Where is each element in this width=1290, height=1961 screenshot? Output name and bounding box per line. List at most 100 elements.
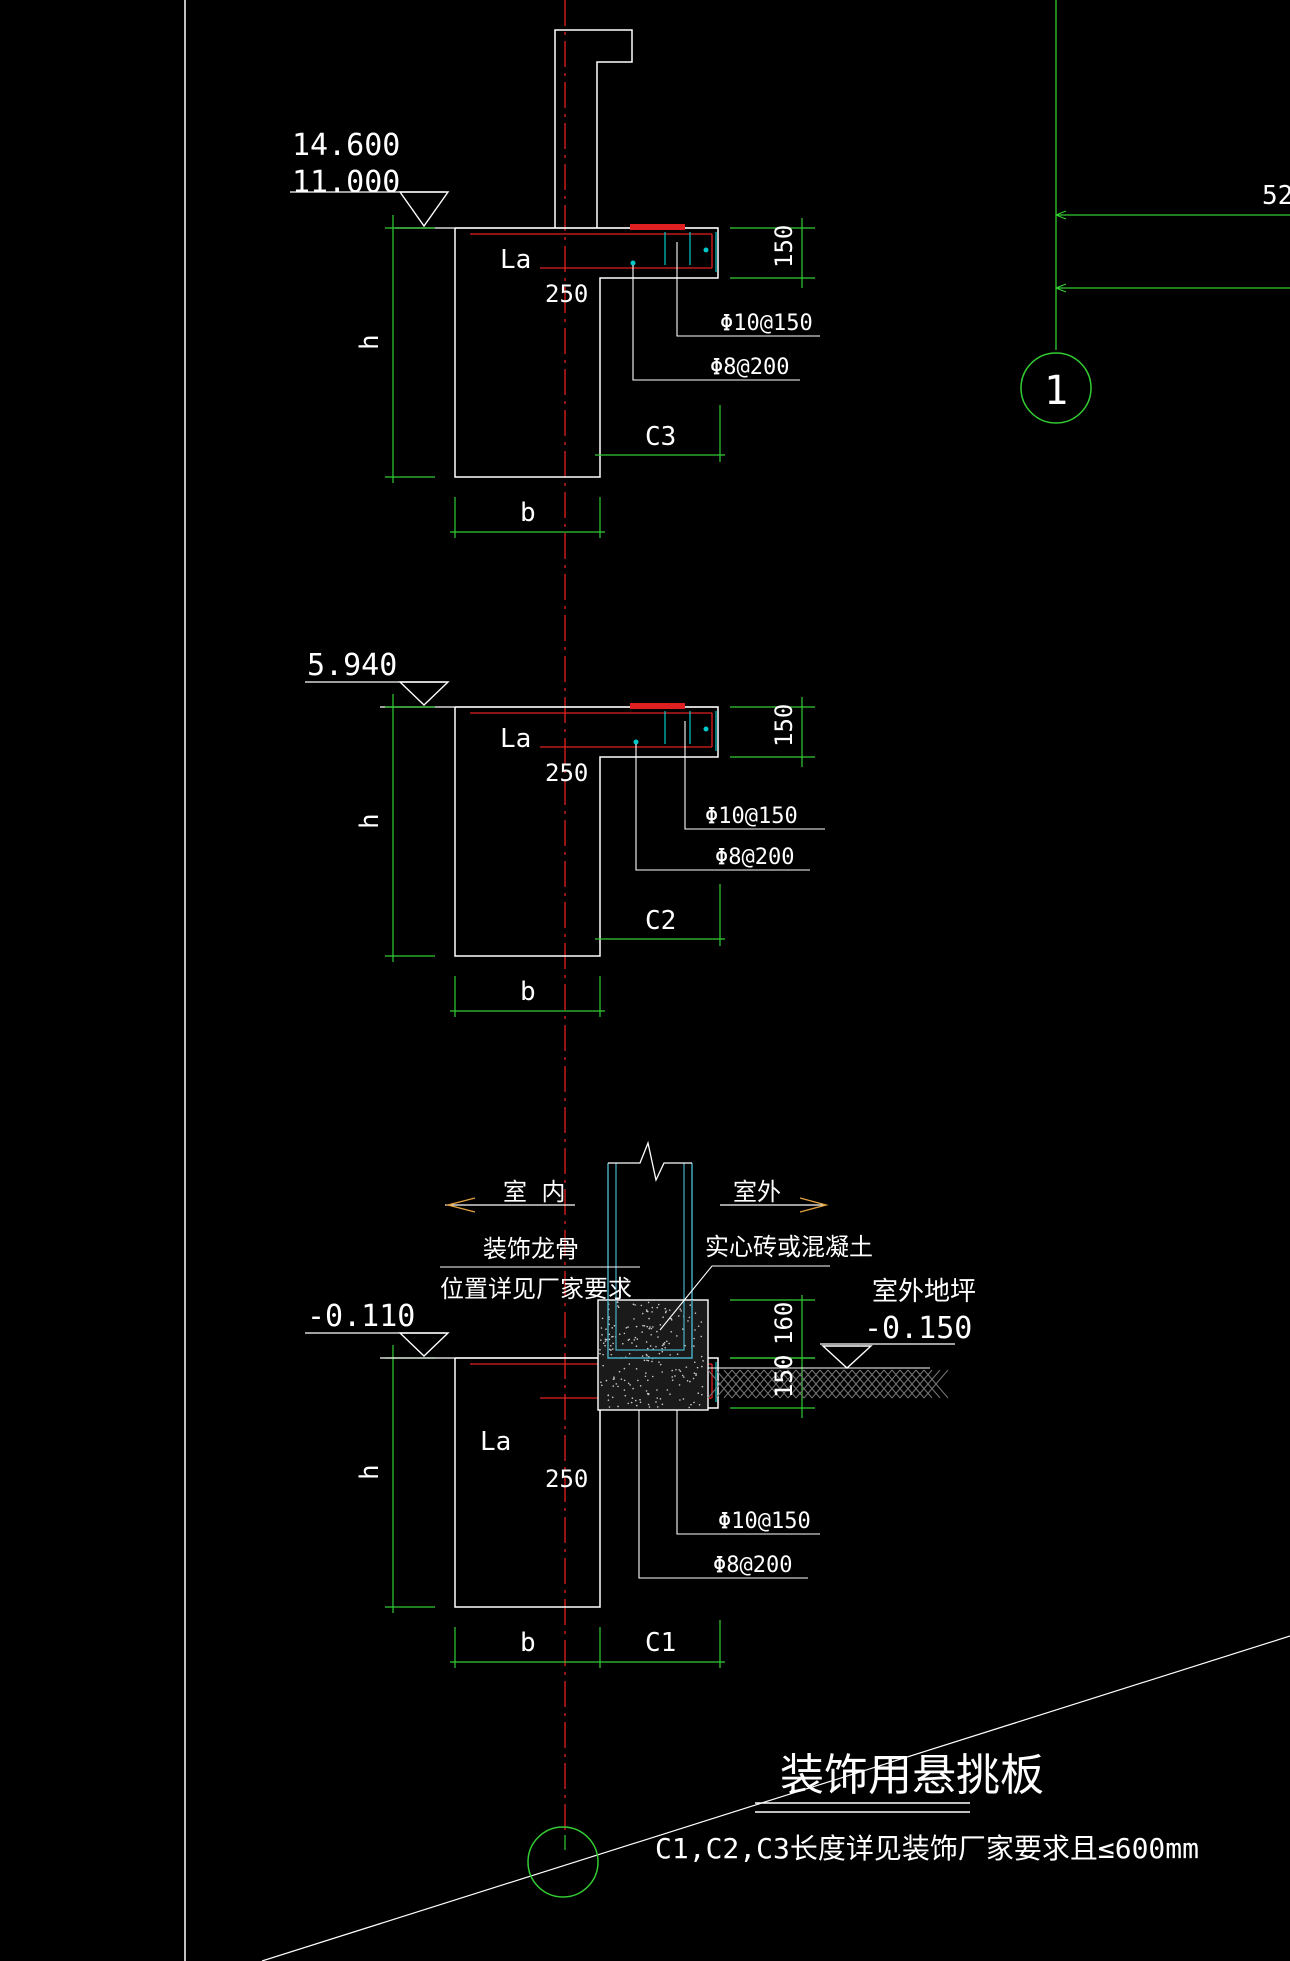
speckle-dot [664, 1311, 667, 1314]
speckle-dot [613, 1376, 615, 1378]
la-label: La [500, 245, 531, 275]
speckle-dot [639, 1385, 642, 1387]
speckle-dot [634, 1304, 636, 1306]
detail-c2: 5.940 h b C2 150 La 250 Φ10@150 Φ8@200 [305, 648, 825, 1017]
speckle-dot [694, 1312, 697, 1314]
speckle-dot [681, 1374, 684, 1377]
speckle-dot [666, 1389, 669, 1391]
speckle-dot [647, 1379, 649, 1382]
speckle-dot [688, 1406, 691, 1409]
speckle-dot [640, 1304, 643, 1307]
speckle-dot [649, 1345, 652, 1347]
speckle-dot [608, 1348, 611, 1351]
speckle-dot [648, 1327, 651, 1330]
outdoor-label: 室外 [733, 1178, 781, 1206]
speckle-dot [679, 1370, 682, 1372]
dim-150-mid: 150 [770, 1355, 798, 1398]
speckle-dot [693, 1345, 695, 1347]
b-label: b [520, 498, 536, 528]
leader-dist [638, 1395, 808, 1579]
outdoor-arrow [799, 1197, 829, 1213]
speckle-dot [620, 1378, 623, 1380]
speckle-dot [612, 1385, 615, 1387]
speckle-dot [628, 1363, 631, 1365]
speckle-dot [618, 1370, 621, 1373]
speckle-dot [602, 1364, 604, 1367]
speckle-dot [617, 1405, 619, 1408]
speckle-dot [622, 1342, 624, 1345]
rebar-dist-label: Φ8@200 [715, 845, 794, 870]
thickness-label: 150 [770, 225, 798, 268]
rebar-dot-1 [633, 739, 639, 745]
speckle-dot [613, 1377, 616, 1380]
speckle-dot [661, 1403, 664, 1406]
speckle-dot [671, 1379, 674, 1381]
drawing-title: 装饰用悬挑板 [780, 1750, 1044, 1801]
detail-c3: 14.600 11.000 h b C3 150 La 250 Φ10@150 … [290, 128, 820, 538]
speckle-dot [656, 1389, 658, 1391]
speckle-dot [658, 1352, 661, 1355]
speckle-dot [647, 1359, 650, 1362]
speckle-dot [679, 1308, 682, 1310]
keel-label-2: 位置详见厂家要求 [440, 1275, 632, 1303]
speckle-dot [694, 1329, 696, 1331]
speckle-dot [669, 1393, 671, 1395]
speckle-dot [689, 1304, 692, 1306]
axis-bubble-1-label: 1 [1044, 368, 1068, 414]
speckle-dot [676, 1353, 679, 1355]
c-label: C2 [645, 906, 676, 936]
speckle-dot [600, 1381, 602, 1383]
rebar-main-label: Φ10@150 [720, 311, 813, 336]
speckle-dot [657, 1303, 660, 1306]
hatch-line [923, 1369, 949, 1399]
speckle-dot [674, 1375, 676, 1377]
speckle-dot [637, 1379, 639, 1382]
speckle-dot [648, 1317, 650, 1320]
speckle-dot [651, 1375, 654, 1378]
speckle-dot [658, 1361, 660, 1363]
elev-triangle [398, 681, 450, 706]
speckle-dot [613, 1324, 616, 1327]
elevation-1: 14.600 [292, 128, 400, 163]
speckle-dot [670, 1330, 673, 1333]
speckle-dot [601, 1334, 603, 1336]
dim-160: 160 [770, 1302, 798, 1345]
speckle-dot [631, 1342, 633, 1344]
speckle-dot [649, 1326, 651, 1328]
speckle-dot [665, 1310, 667, 1312]
speckle-dot [693, 1372, 696, 1375]
speckle-dot [659, 1324, 662, 1326]
brick-leader [659, 1265, 830, 1331]
speckle-dot [645, 1372, 647, 1374]
elev-triangle-3 [398, 1332, 450, 1357]
speckle-dot [652, 1326, 654, 1328]
speckle-dot [617, 1385, 619, 1388]
speckle-dot [615, 1383, 618, 1385]
speckle-dot [689, 1380, 691, 1383]
bottom-wall-detail: -0.110 室外地坪 -0.150 160 150 室 内 室外 装饰龙骨 [305, 1140, 976, 1411]
speckle-dot [656, 1306, 659, 1309]
speckle-dot [618, 1333, 621, 1336]
keel-label-1: 装饰龙骨 [483, 1235, 579, 1263]
speckle-dot [610, 1344, 612, 1347]
speckle-dot [629, 1384, 631, 1386]
speckle-dot [666, 1340, 668, 1343]
h-label: h [355, 813, 385, 829]
speckle-dot [697, 1392, 700, 1395]
speckle-dot [668, 1342, 670, 1345]
leader-main [676, 1372, 820, 1535]
ground-hatch [707, 1369, 949, 1399]
speckle-dot [686, 1379, 689, 1382]
speckle-dot [612, 1348, 614, 1350]
speckle-dot [602, 1342, 605, 1345]
speckle-dot [634, 1336, 637, 1339]
speckle-dot [687, 1320, 689, 1322]
speckle-dot [697, 1325, 700, 1328]
la-label: La [500, 724, 531, 754]
speckle-dot [655, 1401, 657, 1403]
w250-label: 250 [545, 759, 588, 787]
rebar-main-label: Φ10@150 [705, 804, 798, 829]
speckle-dot [602, 1353, 604, 1356]
speckle-dot [646, 1347, 649, 1350]
speckle-dot [611, 1335, 613, 1338]
